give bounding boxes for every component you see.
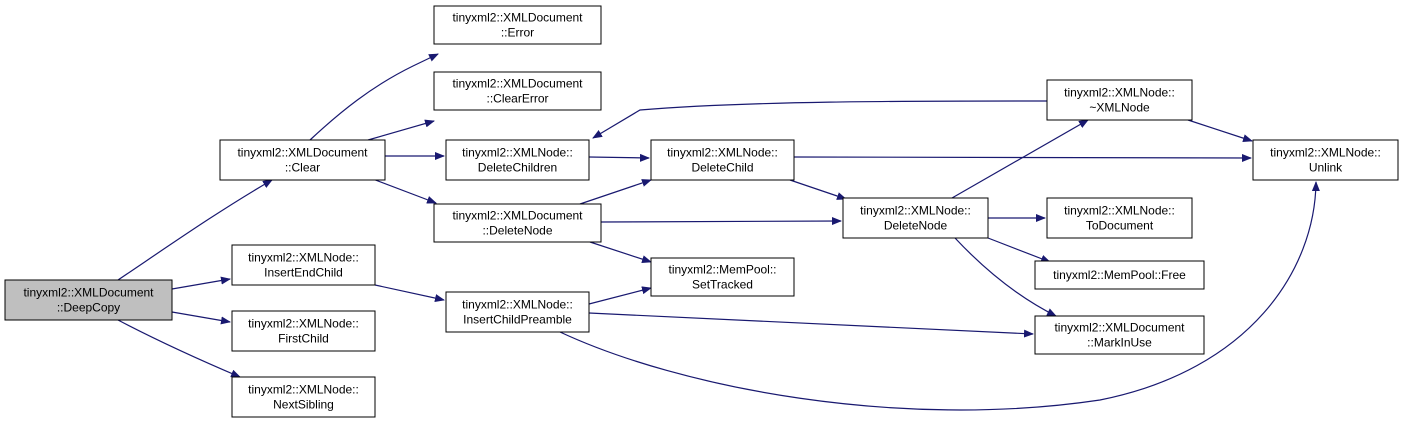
edge-insertchildpreamble-to-settracked: [588, 286, 652, 305]
edge-deepcopy-to-insertendchild: [171, 276, 231, 290]
node-label-line: tinyxml2::XMLNode::: [248, 251, 359, 265]
node-label-line: tinyxml2::XMLNode::: [248, 317, 359, 331]
node-label-line: ::DeepCopy: [57, 301, 120, 315]
node-label-line: Unlink: [1309, 161, 1343, 175]
node-box[interactable]: [1046, 197, 1193, 239]
node-label-line: ::ClearError: [486, 92, 548, 106]
edge-deepcopy-to-firstchild: [171, 311, 231, 325]
node-label-line: ::Error: [501, 26, 534, 40]
node-box[interactable]: [219, 139, 386, 181]
node-label-line: tinyxml2::XMLNode::: [248, 383, 359, 397]
node-box[interactable]: [231, 244, 376, 286]
node-label-line: ::Clear: [285, 161, 320, 175]
node-nextsibling[interactable]: tinyxml2::XMLNode::NextSibling: [231, 376, 376, 418]
node-label-line: tinyxml2::XMLNode::: [1064, 86, 1175, 100]
node-box[interactable]: [650, 257, 795, 297]
node-label-line: tinyxml2::XMLNode::: [1064, 204, 1175, 218]
node-label-line: ::DeleteNode: [482, 224, 552, 238]
node-box[interactable]: [445, 291, 590, 333]
node-insertendchild[interactable]: tinyxml2::XMLNode::InsertEndChild: [231, 244, 376, 286]
edge-deepcopy-to-nextsibling: [117, 319, 241, 378]
node-todocument[interactable]: tinyxml2::XMLNode::ToDocument: [1046, 197, 1193, 239]
node-error[interactable]: tinyxml2::XMLDocument::Error: [433, 5, 602, 45]
node-clear[interactable]: tinyxml2::XMLDocument::Clear: [219, 139, 386, 181]
edge-insertchildpreamble-to-unlink: [559, 181, 1320, 411]
node-box[interactable]: [842, 197, 989, 239]
node-label-line: tinyxml2::XMLNode::: [462, 298, 573, 312]
node-box[interactable]: [433, 5, 602, 45]
node-label-line: InsertChildPreamble: [463, 313, 572, 327]
edge-docdeletenode-to-deletechild: [579, 179, 652, 205]
node-box[interactable]: [4, 279, 173, 321]
node-box[interactable]: [1046, 79, 1193, 121]
node-label-line: DeleteNode: [884, 219, 948, 233]
node-box[interactable]: [1252, 139, 1399, 181]
edge-insertendchild-to-insertchildpreamble: [374, 284, 445, 302]
edge-clear-to-error: [309, 53, 439, 141]
node-label-line: tinyxml2::XMLDocument: [452, 77, 583, 91]
node-label-line: tinyxml2::XMLNode::: [462, 146, 573, 160]
node-box[interactable]: [231, 376, 376, 418]
edge-clear-to-clearerror: [367, 119, 435, 141]
node-nodedeletenode[interactable]: tinyxml2::XMLNode::DeleteNode: [842, 197, 989, 239]
edge-destructor-to-deletechildren: [592, 100, 1048, 139]
edge-docdeletenode-to-settracked: [589, 241, 652, 263]
node-label-line: tinyxml2::XMLDocument: [452, 11, 583, 25]
node-deletechildren[interactable]: tinyxml2::XMLNode::DeleteChildren: [445, 139, 590, 181]
node-label-line: tinyxml2::XMLDocument: [237, 146, 368, 160]
edge-nodedeletenode-to-markinuse: [954, 237, 1057, 317]
edge-docdeletenode-to-nodedeletenode: [600, 217, 842, 226]
node-label-line: tinyxml2::XMLNode::: [1270, 146, 1381, 160]
node-label-line: tinyxml2::XMLDocument: [23, 286, 154, 300]
edges-layer: [117, 53, 1320, 411]
node-deletechild[interactable]: tinyxml2::XMLNode::DeleteChild: [650, 139, 795, 181]
edge-deletechild-to-nodedeletenode: [789, 179, 847, 200]
node-label-line: DeleteChildren: [478, 161, 557, 175]
node-box[interactable]: [231, 310, 376, 352]
node-label-line: tinyxml2::XMLNode::: [667, 146, 778, 160]
node-label-line: ~XMLNode: [1089, 101, 1150, 115]
node-label-line: tinyxml2::XMLDocument: [1054, 321, 1185, 335]
node-label-line: NextSibling: [273, 398, 334, 412]
node-label-line: tinyxml2::XMLNode::: [860, 204, 971, 218]
edge-insertchildpreamble-to-markinuse: [588, 312, 1034, 338]
edge-nodedeletenode-to-free: [987, 237, 1051, 263]
node-unlink[interactable]: tinyxml2::XMLNode::Unlink: [1252, 139, 1399, 181]
node-clearerror[interactable]: tinyxml2::XMLDocument::ClearError: [433, 71, 602, 111]
edge-deepcopy-to-clear: [117, 179, 273, 281]
node-deepcopy[interactable]: tinyxml2::XMLDocument::DeepCopy: [4, 279, 173, 321]
node-box[interactable]: [1034, 315, 1205, 355]
edge-deletechildren-to-deletechild: [588, 153, 650, 162]
node-box[interactable]: [433, 203, 602, 243]
node-label-line: ToDocument: [1086, 219, 1154, 233]
node-box[interactable]: [433, 71, 602, 111]
edge-destructor-to-unlink: [1187, 119, 1253, 142]
node-label-line: ::MarkInUse: [1087, 336, 1152, 350]
node-label-line: tinyxml2::MemPool::: [668, 263, 776, 277]
edge-clear-to-docdeletenode: [369, 177, 437, 204]
node-label-line: SetTracked: [692, 278, 753, 292]
node-markinuse[interactable]: tinyxml2::XMLDocument::MarkInUse: [1034, 315, 1205, 355]
node-box[interactable]: [445, 139, 590, 181]
node-insertchildpreamble[interactable]: tinyxml2::XMLNode::InsertChildPreamble: [445, 291, 590, 333]
edge-nodedeletenode-to-destructor: [951, 119, 1089, 199]
node-firstchild[interactable]: tinyxml2::XMLNode::FirstChild: [231, 310, 376, 352]
node-label-line: DeleteChild: [691, 161, 753, 175]
node-docdeletenode[interactable]: tinyxml2::XMLDocument::DeleteNode: [433, 203, 602, 243]
nodes-layer: tinyxml2::XMLDocument::DeepCopytinyxml2:…: [4, 5, 1399, 418]
node-destructor[interactable]: tinyxml2::XMLNode::~XMLNode: [1046, 79, 1193, 121]
node-label-line: InsertEndChild: [264, 266, 343, 280]
node-box[interactable]: [650, 139, 795, 181]
node-label-line: FirstChild: [278, 332, 329, 346]
node-free[interactable]: tinyxml2::MemPool::Free: [1034, 260, 1205, 290]
node-box[interactable]: [1034, 260, 1205, 290]
node-label-line: tinyxml2::MemPool::Free: [1053, 268, 1186, 282]
node-label-line: tinyxml2::XMLDocument: [452, 209, 583, 223]
node-settracked[interactable]: tinyxml2::MemPool::SetTracked: [650, 257, 795, 297]
